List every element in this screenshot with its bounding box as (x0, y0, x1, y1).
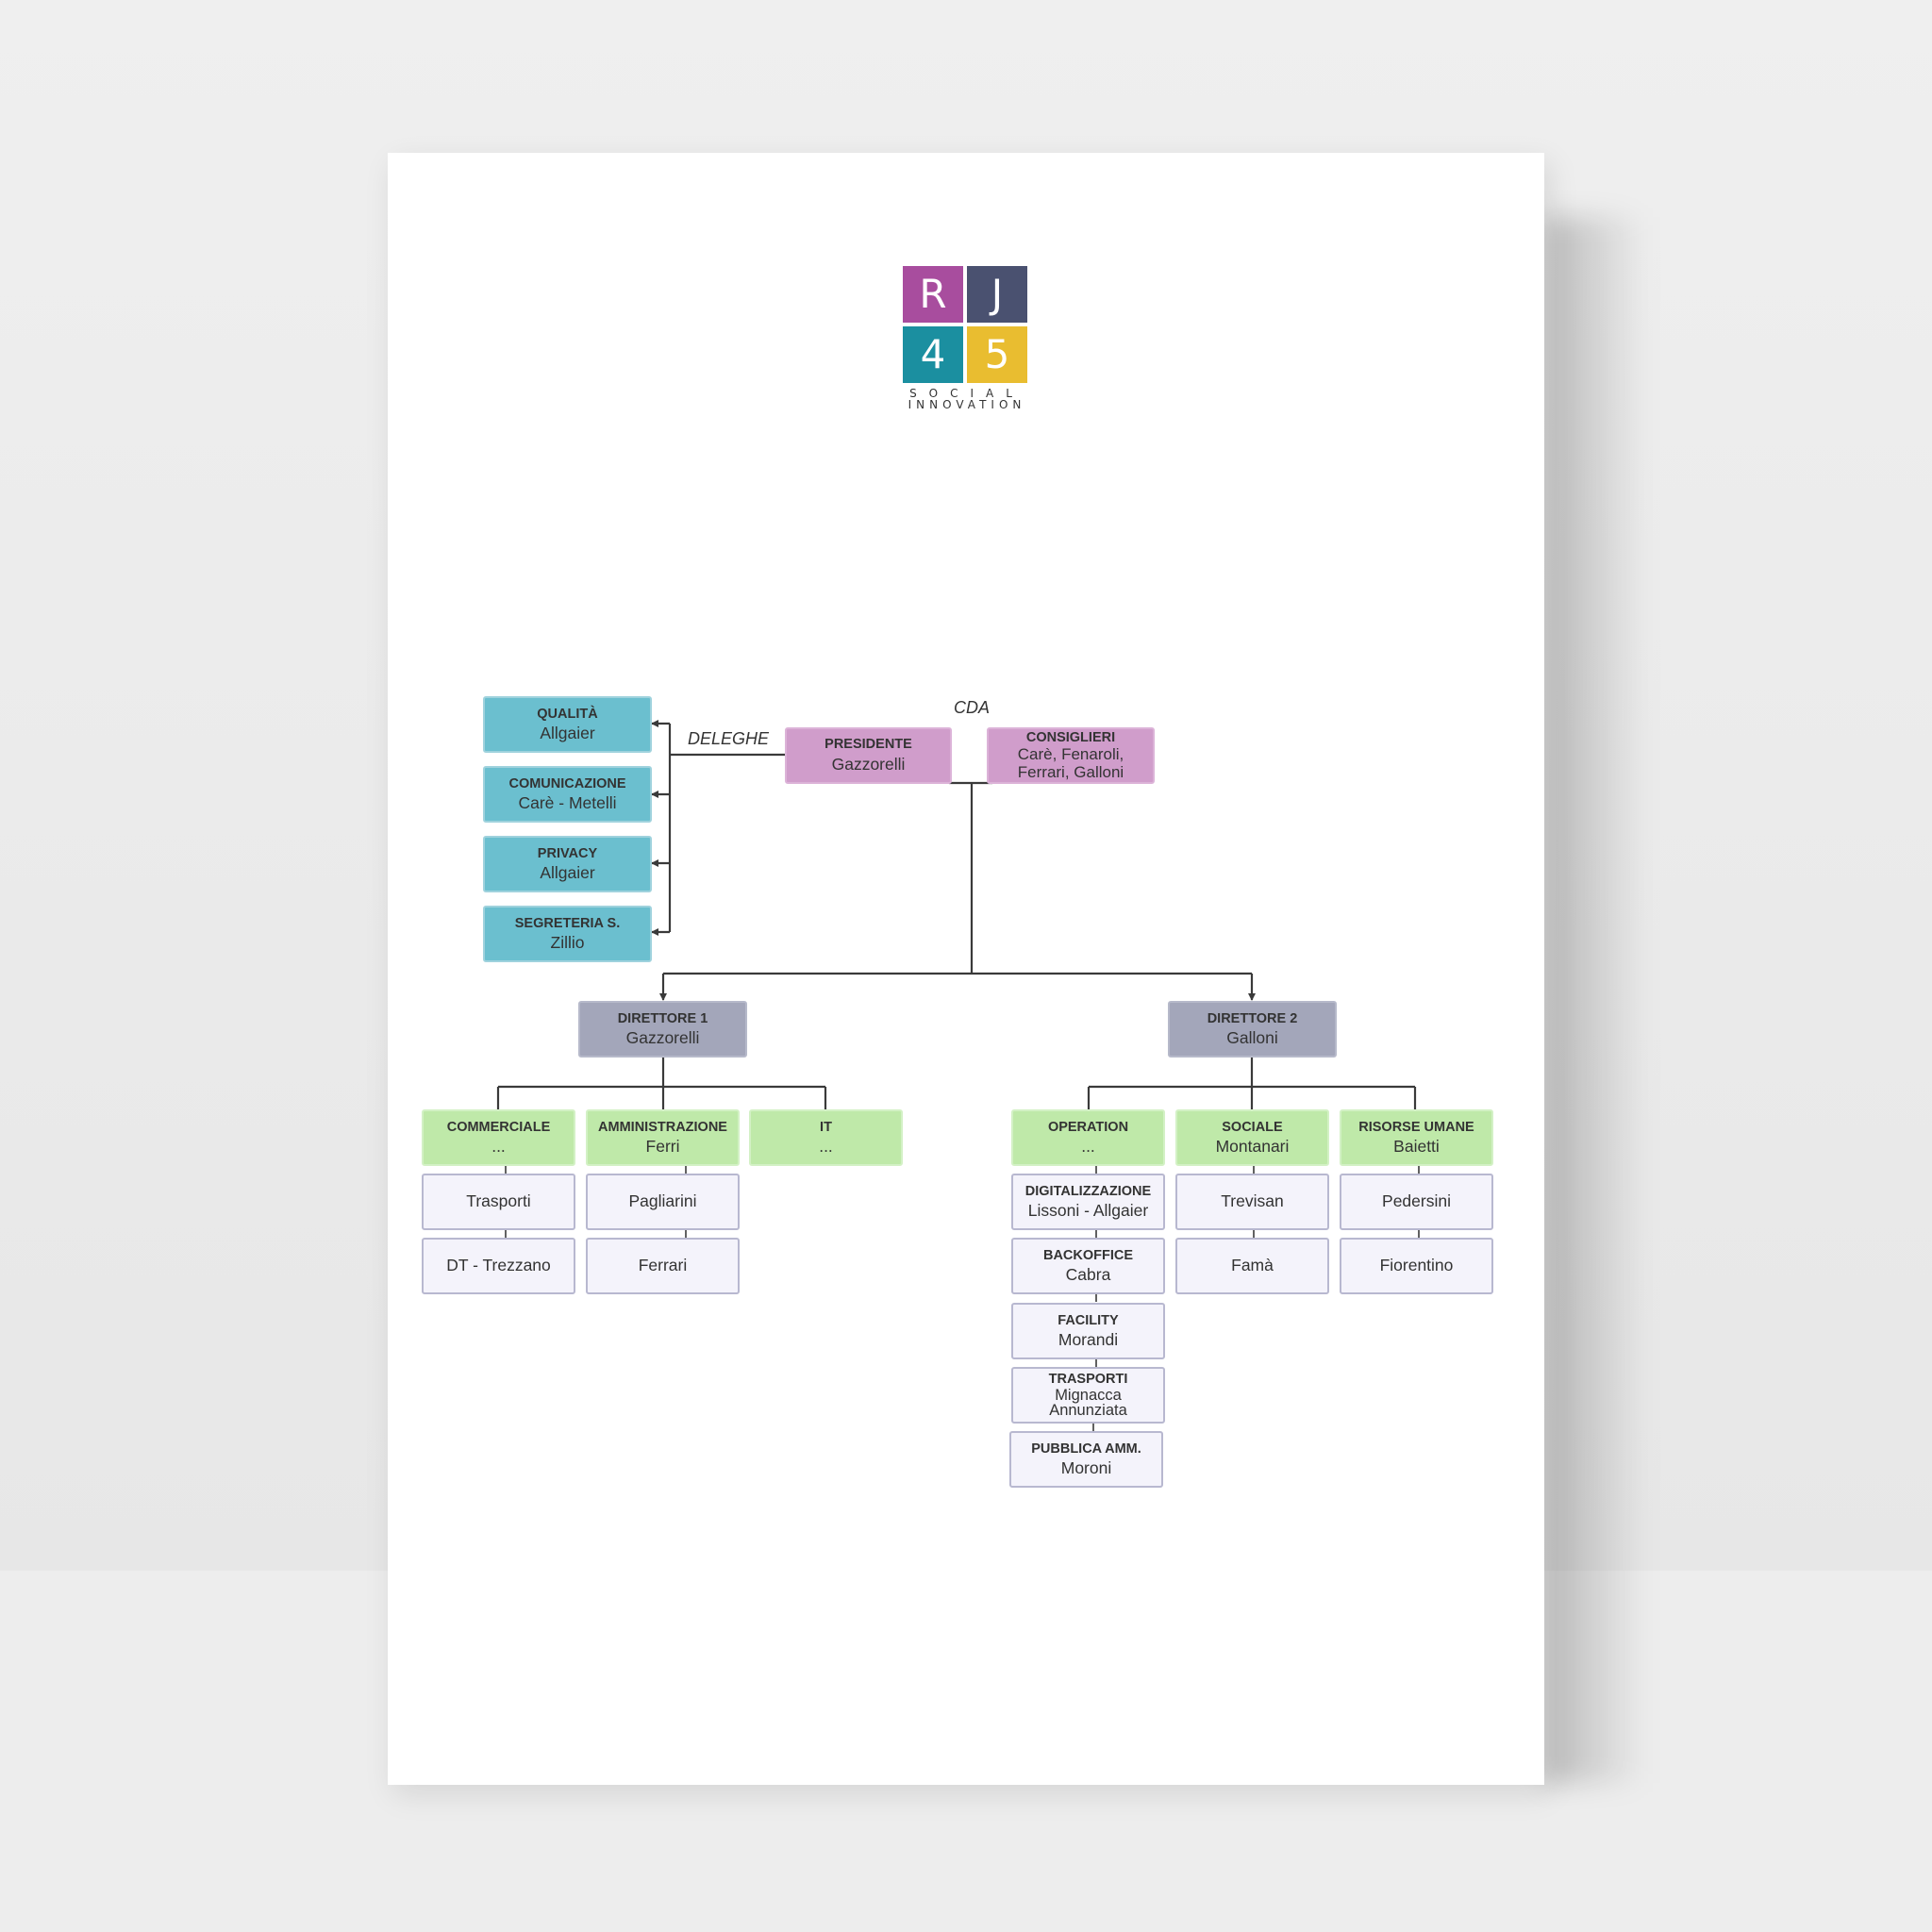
delega-title: QUALITÀ (537, 706, 598, 722)
unit-title: BACKOFFICE (1042, 1247, 1134, 1263)
unit-title: TRASPORTI (1048, 1372, 1128, 1388)
dept-title: SOCIALE (1222, 1119, 1283, 1135)
dept-name: ... (819, 1136, 833, 1156)
delega-title: PRIVACY (537, 845, 598, 861)
member-box: Fiorentino (1340, 1238, 1493, 1294)
unit-title: DIGITALIZZAZIONE (1024, 1183, 1152, 1199)
dept-name: Montanari (1215, 1136, 1290, 1156)
member-name: Fiorentino (1379, 1256, 1454, 1275)
dept-risorse-umane: RISORSE UMANE Baietti (1340, 1109, 1493, 1166)
consiglieri-names-line-1: Carè, Fenaroli, (1017, 745, 1124, 764)
member-name: Pagliarini (628, 1191, 697, 1211)
unit-trasporti: TRASPORTI Mignacca Annunziata (1011, 1367, 1165, 1424)
document-page (388, 153, 1544, 1785)
presidente-name: Gazzorelli (831, 755, 906, 774)
member-name: DT - Trezzano (446, 1256, 551, 1275)
member-box: DT - Trezzano (422, 1238, 575, 1294)
delega-privacy: PRIVACY Allgaier (483, 836, 652, 892)
logo-letter-5: 5 (967, 326, 1027, 383)
member-box: Ferrari (586, 1238, 740, 1294)
unit-name-line-2: Annunziata (1049, 1402, 1127, 1420)
delega-title: SEGRETERIA S. (514, 915, 621, 931)
member-name: Trasporti (466, 1191, 531, 1211)
dept-title: AMMINISTRAZIONE (598, 1119, 727, 1135)
member-name: Pedersini (1382, 1191, 1451, 1211)
delega-name: Zillio (550, 932, 585, 952)
consiglieri-title: CONSIGLIERI (1025, 729, 1116, 745)
delega-name: Allgaier (540, 723, 595, 742)
delega-segreteria: SEGRETERIA S. Zillio (483, 906, 652, 962)
dept-name: Ferri (645, 1136, 680, 1156)
delega-title: COMUNICAZIONE (508, 775, 626, 791)
consiglieri-names-line-2: Ferrari, Galloni (1017, 763, 1124, 782)
delega-name: Allgaier (540, 862, 595, 882)
unit-pubblica-amm: PUBBLICA AMM. Moroni (1009, 1431, 1163, 1488)
dept-commerciale: COMMERCIALE ... (422, 1109, 575, 1166)
dept-title: OPERATION (1047, 1119, 1129, 1135)
unit-facility: FACILITY Morandi (1011, 1303, 1165, 1359)
direttore-name: Gazzorelli (625, 1027, 700, 1047)
cda-label: CDA (954, 698, 991, 717)
logo-letter-j: J (967, 266, 1027, 323)
member-name: Famà (1231, 1256, 1274, 1275)
delega-comunicazione: COMUNICAZIONE Carè - Metelli (483, 766, 652, 823)
unit-backoffice: BACKOFFICE Cabra (1011, 1238, 1165, 1294)
dept-title: COMMERCIALE (446, 1119, 551, 1135)
member-box: Pedersini (1340, 1174, 1493, 1230)
unit-name: Moroni (1060, 1457, 1112, 1477)
dept-operation: OPERATION ... (1011, 1109, 1165, 1166)
direttore-title: DIRETTORE 1 (617, 1010, 708, 1026)
unit-name-line-1: Mignacca (1055, 1386, 1122, 1404)
member-box: Famà (1175, 1238, 1329, 1294)
rj45-logo: R J 4 5 SOCIAL INNOVATION (903, 266, 1031, 411)
logo-tagline-social: SOCIAL (909, 387, 1024, 400)
member-name: Ferrari (638, 1256, 688, 1275)
unit-title: FACILITY (1058, 1312, 1119, 1328)
dept-sociale: SOCIALE Montanari (1175, 1109, 1329, 1166)
dept-name: Baietti (1393, 1136, 1440, 1156)
paper-shadow (1543, 217, 1647, 1783)
direttore-title: DIRETTORE 2 (1207, 1010, 1298, 1026)
dept-title: IT (820, 1119, 832, 1135)
unit-digitalizzazione: DIGITALIZZAZIONE Lissoni - Allgaier (1011, 1174, 1165, 1230)
member-box: Pagliarini (586, 1174, 740, 1230)
delega-name: Carè - Metelli (518, 792, 617, 812)
unit-name: Cabra (1065, 1264, 1111, 1284)
presidente-box: PRESIDENTE Gazzorelli (785, 727, 952, 784)
dept-it: IT ... (749, 1109, 903, 1166)
dept-name: ... (1081, 1136, 1095, 1156)
presidente-title: PRESIDENTE (824, 737, 912, 753)
delega-qualita: QUALITÀ Allgaier (483, 696, 652, 753)
unit-title: PUBBLICA AMM. (1031, 1441, 1141, 1457)
deleghe-label: DELEGHE (688, 729, 770, 748)
member-box: Trevisan (1175, 1174, 1329, 1230)
member-name: Trevisan (1221, 1191, 1284, 1211)
direttore-name: Galloni (1226, 1027, 1278, 1047)
member-box: Trasporti (422, 1174, 575, 1230)
consiglieri-box: CONSIGLIERI Carè, Fenaroli, Ferrari, Gal… (987, 727, 1155, 784)
direttore-2-box: DIRETTORE 2 Galloni (1168, 1001, 1337, 1058)
dept-name: ... (491, 1136, 506, 1156)
logo-letter-4: 4 (903, 326, 963, 383)
unit-name: Lissoni - Allgaier (1027, 1200, 1149, 1220)
direttore-1-box: DIRETTORE 1 Gazzorelli (578, 1001, 747, 1058)
dept-amministrazione: AMMINISTRAZIONE Ferri (586, 1109, 740, 1166)
dept-title: RISORSE UMANE (1358, 1119, 1474, 1135)
logo-letter-r: R (903, 266, 963, 323)
unit-name: Morandi (1058, 1329, 1119, 1349)
logo-tagline-innovation: INNOVATION (908, 398, 1026, 411)
